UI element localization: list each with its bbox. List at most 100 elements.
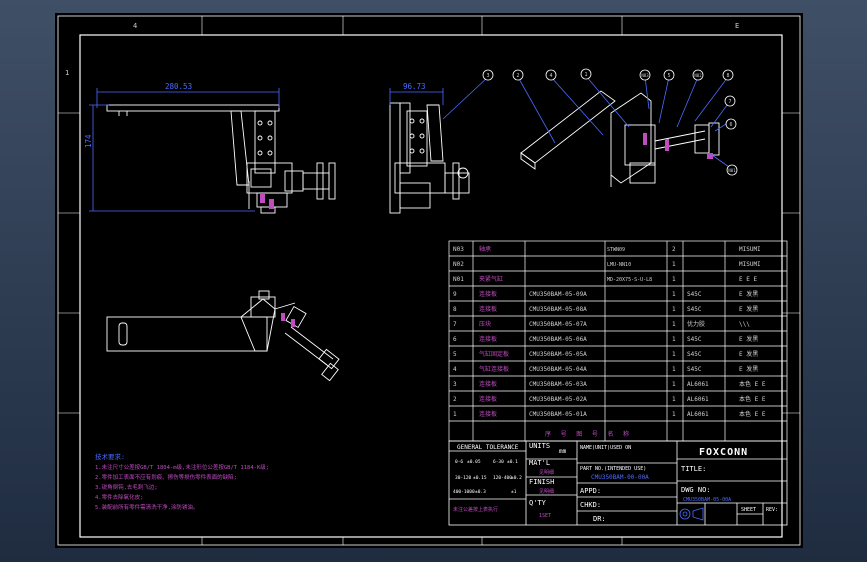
tol-cell: ±1 bbox=[511, 489, 517, 495]
notes-line: 2.零件加工表面不应有划痕、擦伤等损伤零件表面的缺陷; bbox=[95, 473, 237, 481]
bom-cell-qty: 1 bbox=[672, 276, 676, 283]
top-view bbox=[106, 290, 340, 382]
bom-cell-code: CMU350BAM-05-05A bbox=[529, 351, 587, 358]
qty-value: 1SET bbox=[539, 513, 551, 519]
appd-label: APPD: bbox=[580, 487, 601, 495]
bom-cell-qty: 1 bbox=[672, 396, 676, 403]
bom-cell-qty: 1 bbox=[672, 306, 676, 313]
bom-cell-material: S45C bbox=[687, 366, 702, 373]
balloon-label: 4 bbox=[549, 73, 552, 79]
tol-cell: ±0.2 bbox=[511, 475, 522, 481]
matl-label: MAT'L bbox=[529, 459, 550, 467]
drawing-sheet: 4 E 1 280.53 174 bbox=[55, 13, 803, 548]
bom-cell-qty: 1 bbox=[672, 411, 676, 418]
outer-border bbox=[57, 15, 801, 546]
tol-cell: ±0.15 bbox=[473, 475, 487, 481]
bom-cell-name: 连接板 bbox=[479, 410, 497, 418]
dwg-no-label: DWG NO: bbox=[681, 486, 711, 494]
tol-cell: 6-30 bbox=[493, 459, 504, 465]
zone-ticks bbox=[58, 16, 800, 545]
side-dims bbox=[389, 88, 444, 105]
bom-cell-brand: MISUMI bbox=[739, 246, 761, 253]
bom-cell-no: 4 bbox=[453, 366, 457, 373]
balloon-circles bbox=[482, 68, 738, 176]
balloon-label: N02 bbox=[694, 73, 702, 78]
bom-cell-qty: 1 bbox=[672, 336, 676, 343]
bom-cell-material: AL6061 bbox=[687, 411, 709, 418]
front-width-dim: 280.53 bbox=[165, 82, 192, 91]
zone-col-label: E bbox=[735, 22, 739, 30]
bom-cell-brand: MISUMI bbox=[739, 261, 761, 268]
tolerance-table: 0-6 ±0.05 6-30 ±0.1 30-120 ±0.15 120-400… bbox=[453, 459, 522, 495]
bom-cell-material: S45C bbox=[687, 351, 702, 358]
bom-cell-material: S45C bbox=[687, 291, 702, 298]
bom-cell-name: 气缸连接板 bbox=[479, 365, 509, 373]
tol-cell: ±0.05 bbox=[467, 459, 481, 465]
bom-cell-brand: E 发黑 bbox=[739, 365, 758, 373]
bom-cell-qty: 2 bbox=[672, 246, 676, 253]
bom-cell-material: S45C bbox=[687, 306, 702, 313]
units-value: mm bbox=[559, 448, 567, 455]
notes-line: 5.装配前所有零件需清洗干净,涂防锈油。 bbox=[95, 503, 198, 511]
title-label: TITLE: bbox=[681, 465, 706, 473]
bom-cell-code: CMU350BAM-05-06A bbox=[529, 336, 587, 343]
brand-logo: FOXCONN bbox=[699, 447, 748, 458]
top-view-highlights bbox=[281, 313, 295, 327]
sheet-label: SHEET bbox=[741, 507, 756, 513]
bom-cell-spec: MD-20X75-S-U-L8 bbox=[607, 277, 652, 283]
tol-cell: ±0.3 bbox=[475, 489, 486, 495]
bom-cell-material: AL6061 bbox=[687, 381, 709, 388]
bom-cell-qty: 1 bbox=[672, 351, 676, 358]
bom-cell-brand: E 发黑 bbox=[739, 335, 758, 343]
bom-cell-name: 夹紧气缸 bbox=[479, 275, 503, 283]
isometric-view bbox=[520, 90, 720, 187]
bom-cell-code: CMU350BAM-05-09A bbox=[529, 291, 587, 298]
part-no-label: PART NO.(INTENDED USE) bbox=[580, 466, 646, 472]
bom-cell-no: N01 bbox=[453, 276, 464, 283]
notes-line: 4.零件去除氧化皮; bbox=[95, 493, 143, 501]
bom-cell-brand: 本色 E E bbox=[739, 380, 766, 388]
bom-cell-spec: STWN09 bbox=[607, 247, 625, 253]
bom-cell-code: CMU350BAM-05-03A bbox=[529, 381, 587, 388]
bom-cell-brand: 本色 E E bbox=[739, 395, 766, 403]
tol-cell: 30-120 bbox=[455, 475, 472, 481]
general-tolerance-label: GENERAL TOLERANCE bbox=[457, 444, 519, 451]
finish-label: FINISH bbox=[529, 478, 554, 486]
notes-title: 技术要求: bbox=[95, 452, 125, 461]
bom-cell-name: 轴承 bbox=[479, 245, 491, 253]
bom-cell-name: 连接板 bbox=[479, 380, 497, 388]
iso-highlights bbox=[643, 133, 713, 159]
bom-cell-name: 压块 bbox=[479, 320, 491, 328]
dwg-no-value: CMU350BAM-05-00A bbox=[683, 497, 731, 503]
bom-cell-brand: \\\ bbox=[739, 321, 750, 328]
cad-drawing: 4 E 1 280.53 174 bbox=[55, 13, 803, 548]
bom-cell-brand: E 发黑 bbox=[739, 290, 758, 298]
side-view bbox=[389, 102, 470, 214]
bom-cell-brand: E E E bbox=[739, 276, 757, 283]
zone-col-label: 4 bbox=[133, 22, 137, 30]
chkd-label: CHKD: bbox=[580, 501, 601, 509]
tolerance-note: 未注公差按上表执行 bbox=[453, 506, 498, 513]
balloon-label: 1 bbox=[584, 72, 587, 78]
bom-cell-no: 5 bbox=[453, 351, 457, 358]
side-width-dim: 96.73 bbox=[403, 82, 426, 91]
bom-cell-code: CMU350BAM-05-02A bbox=[529, 396, 587, 403]
bom-cell-code: CMU350BAM-05-01A bbox=[529, 411, 587, 418]
bom-cell-qty: 1 bbox=[672, 291, 676, 298]
tol-cell: 400-1000 bbox=[453, 489, 475, 495]
dr-label: DR: bbox=[593, 515, 606, 523]
bom-cell-brand: E 发黑 bbox=[739, 305, 758, 313]
bom-cell-no: N02 bbox=[453, 261, 464, 268]
qty-label: Q'TY bbox=[529, 499, 547, 507]
bom-cell-no: N03 bbox=[453, 246, 464, 253]
rev-label: REV: bbox=[766, 507, 778, 513]
bom-cell-no: 9 bbox=[453, 291, 457, 298]
bom-cell-no: 6 bbox=[453, 336, 457, 343]
balloon-label: N03 bbox=[641, 73, 649, 78]
bom-grid bbox=[448, 240, 788, 442]
bom-footer: 序 号 图 号 名 称 bbox=[545, 430, 632, 438]
bom-cell-name: 连接板 bbox=[479, 290, 497, 298]
bom-cell-qty: 1 bbox=[672, 321, 676, 328]
bom-cell-no: 3 bbox=[453, 381, 457, 388]
